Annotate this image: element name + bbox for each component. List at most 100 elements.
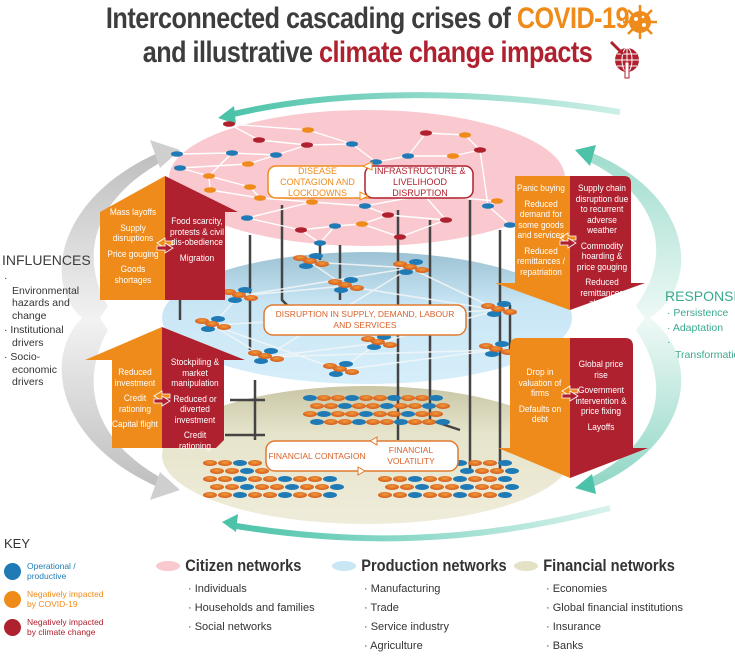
title-covid-highlight: COVID-19 bbox=[516, 2, 630, 35]
citizen-label-infrastructure-disruption: INFRASTRUCTURE & LIVELIHOOD DISRUPTION bbox=[374, 165, 466, 198]
network-node bbox=[393, 261, 407, 267]
network-node bbox=[201, 326, 215, 332]
influences-arrow-down-head bbox=[150, 472, 180, 500]
network-item: · Insurance bbox=[546, 621, 602, 633]
network-node bbox=[475, 484, 489, 490]
network-node bbox=[475, 468, 489, 474]
network-node bbox=[328, 279, 342, 285]
network-item: · Economies bbox=[546, 583, 608, 595]
network-node bbox=[378, 476, 392, 482]
network-edge bbox=[344, 285, 499, 311]
impact-item: Price gouging bbox=[107, 248, 159, 260]
network-node bbox=[338, 419, 352, 425]
network-node bbox=[387, 395, 401, 401]
network-node bbox=[211, 316, 225, 322]
network-node bbox=[195, 318, 209, 324]
network-node bbox=[483, 476, 497, 482]
title-line-1: Interconnected cascading crises of COVID… bbox=[59, 2, 676, 36]
top-feedback-arrow bbox=[224, 92, 621, 119]
list-item: · Transformation bbox=[667, 336, 735, 361]
network-node bbox=[295, 227, 307, 233]
influences-arrow-up-head bbox=[150, 140, 180, 168]
network-node bbox=[423, 476, 437, 482]
network-node bbox=[210, 484, 224, 490]
network-node bbox=[254, 195, 266, 201]
network-node bbox=[248, 350, 262, 356]
network-node bbox=[331, 411, 345, 417]
network-node bbox=[474, 147, 486, 153]
network-edge bbox=[319, 225, 336, 244]
network-node bbox=[323, 363, 337, 369]
network-node bbox=[306, 199, 318, 205]
climate-globe-thermometer-icon bbox=[609, 40, 639, 79]
network-node bbox=[338, 282, 352, 288]
network-edge bbox=[387, 214, 447, 221]
network-node bbox=[203, 492, 217, 498]
impact-item: Food scarcity, protests & civil dis-obed… bbox=[170, 216, 224, 248]
network-swatch-icon bbox=[156, 561, 181, 571]
network-node bbox=[408, 419, 422, 425]
network-node bbox=[310, 403, 324, 409]
network-node bbox=[171, 151, 183, 157]
responses-arrow-head-bottom bbox=[575, 474, 596, 494]
network-node bbox=[203, 173, 215, 179]
network-node bbox=[203, 476, 217, 482]
impact-item: Credit rationing bbox=[178, 430, 212, 452]
network-node bbox=[278, 492, 292, 498]
network-heading: Production networks bbox=[332, 556, 507, 576]
network-edge bbox=[246, 201, 313, 219]
network-node bbox=[422, 403, 436, 409]
network-node bbox=[350, 285, 364, 291]
network-node bbox=[495, 341, 509, 347]
network-edge bbox=[311, 201, 366, 207]
network-node bbox=[255, 468, 269, 474]
responses-list: · Persistence· Adaptation· Transformatio… bbox=[667, 307, 735, 363]
bottom-feedback-arrow-head bbox=[222, 514, 238, 532]
network-node bbox=[468, 492, 482, 498]
responses-arrow-head-top bbox=[575, 145, 596, 166]
citizen-label-disease-contagion: DISEASE CONTAGION AND LOCKDOWNS bbox=[280, 165, 355, 198]
network-items: · Individuals· Households and families· … bbox=[188, 580, 325, 637]
network-node bbox=[460, 484, 474, 490]
network-edge bbox=[209, 189, 261, 199]
network-node bbox=[453, 492, 467, 498]
network-node bbox=[331, 395, 345, 401]
network-node bbox=[453, 476, 467, 482]
network-node bbox=[329, 223, 341, 229]
network-node bbox=[481, 303, 495, 309]
upper-left-impact-arrow bbox=[100, 176, 238, 300]
network-node bbox=[241, 215, 253, 221]
network-node bbox=[445, 484, 459, 490]
impact-item: Reduced remittances abroad bbox=[580, 277, 624, 309]
network-item: · Banks bbox=[546, 640, 584, 652]
network-node bbox=[436, 403, 450, 409]
network-item: · Social networks bbox=[188, 621, 272, 633]
network-heading: Financial networks bbox=[514, 556, 675, 576]
network-item: · Manufacturing bbox=[364, 583, 441, 595]
network-node bbox=[223, 121, 235, 127]
network-edge bbox=[306, 143, 353, 146]
network-node bbox=[373, 411, 387, 417]
network-node bbox=[210, 468, 224, 474]
network-edge bbox=[399, 219, 447, 238]
network-node bbox=[394, 234, 406, 240]
network-node bbox=[240, 484, 254, 490]
network-node bbox=[263, 492, 277, 498]
impact-item: Capital flight bbox=[111, 419, 159, 430]
network-nodes bbox=[171, 121, 519, 498]
impact-item: Goods shortages bbox=[114, 264, 152, 286]
title-line-2: and illustrative climate change impacts bbox=[59, 36, 676, 70]
network-node bbox=[401, 411, 415, 417]
upper-right-climate-impacts: Supply chain disruption due to recurrent… bbox=[574, 183, 630, 315]
list-item: · Persistence bbox=[667, 307, 729, 319]
network-node bbox=[308, 492, 322, 498]
network-title: Production networks bbox=[361, 556, 507, 575]
network-node bbox=[490, 468, 504, 474]
network-node bbox=[490, 484, 504, 490]
network-node bbox=[228, 297, 242, 303]
impact-item: Mass layoffs bbox=[109, 207, 157, 218]
network-node bbox=[468, 476, 482, 482]
network-swatch-icon bbox=[332, 561, 357, 571]
